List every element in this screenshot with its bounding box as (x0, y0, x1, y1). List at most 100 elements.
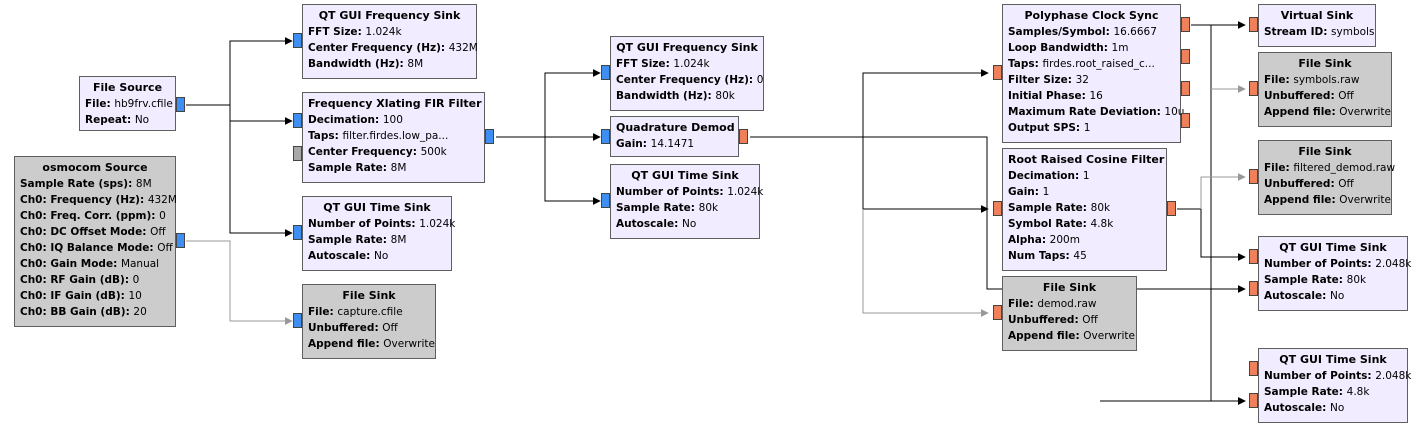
output-port[interactable] (739, 129, 748, 144)
block-title: QT GUI Time Sink (1279, 353, 1387, 366)
block-title: osmocom Source (42, 161, 148, 174)
block-osmocom-source[interactable]: osmocom Source Sample Rate (sps): 8M Ch0… (14, 156, 177, 327)
param-row: Gain: 1 (1008, 186, 1050, 198)
wire-xlating-to-time-sink-2 (544, 137, 601, 205)
wire-xlating-to-freq-sink-2 (496, 69, 601, 138)
param-row: Sample Rate: 8M (308, 234, 407, 246)
param-row: Append file: Overwrite (308, 338, 435, 350)
block-rrc-filter[interactable]: Root Raised Cosine Filter Decimation: 1 … (1002, 148, 1167, 271)
param-row: Number of Points: 2.048k (1264, 370, 1412, 382)
block-title: QT GUI Time Sink (1279, 241, 1387, 254)
input-port[interactable] (993, 201, 1002, 216)
wire-file-source-to-xlating-filter (229, 105, 293, 125)
block-file-sink-capture[interactable]: File Sink File: capture.cfile Unbuffered… (302, 284, 436, 359)
param-row: File: symbols.raw (1264, 74, 1360, 86)
input-port[interactable] (601, 129, 610, 144)
block-quadrature-demod[interactable]: Quadrature Demod Gain: 14.1471 (610, 116, 739, 157)
param-row: Unbuffered: Off (1264, 90, 1354, 102)
param-row: File: capture.cfile (308, 306, 403, 318)
param-row: Center Frequency: 500k (308, 146, 447, 158)
block-title: Quadrature Demod (616, 121, 735, 134)
block-file-sink-filtered[interactable]: File Sink File: filtered_demod.raw Unbuf… (1258, 140, 1395, 215)
param-row: FFT Size: 1.024k (308, 26, 402, 38)
param-row: Num Taps: 45 (1008, 250, 1087, 262)
input-port-disabled[interactable] (293, 146, 302, 161)
param-row: Ch0: IF Gain (dB): 10 (20, 290, 142, 302)
param-row: Loop Bandwidth: 1m (1008, 42, 1129, 54)
input-port[interactable] (1249, 17, 1258, 32)
output-port[interactable] (485, 129, 494, 144)
input-port[interactable] (993, 305, 1002, 320)
block-qt-time-sink-2[interactable]: QT GUI Time Sink Number of Points: 1.024… (610, 164, 764, 239)
wire-demod-to-file-sink (862, 209, 989, 317)
block-file-sink-demod[interactable]: File Sink File: demod.raw Unbuffered: Of… (1002, 276, 1137, 351)
param-row: Unbuffered: Off (1008, 314, 1098, 326)
block-freq-xlating-filter[interactable]: Frequency Xlating FIR Filter Decimation:… (302, 92, 485, 183)
block-title: Root Raised Cosine Filter (1008, 153, 1165, 166)
param-row: Autoscale: No (1264, 290, 1345, 302)
input-port[interactable] (1249, 81, 1258, 96)
input-port[interactable] (1249, 281, 1258, 296)
output-port[interactable] (176, 97, 185, 112)
param-row: Append file: Overwrite (1264, 106, 1391, 118)
param-row: Number of Points: 2.048k (1264, 258, 1412, 270)
param-row: Decimation: 100 (308, 114, 403, 126)
param-row: Alpha: 200m (1008, 234, 1080, 246)
block-qt-time-sink-3[interactable]: QT GUI Time Sink Number of Points: 2.048… (1258, 236, 1412, 311)
block-file-source[interactable]: File Source File: hb9frv.cfile Repeat: N… (79, 76, 176, 131)
output-port[interactable] (1167, 201, 1176, 216)
input-port[interactable] (293, 225, 302, 240)
block-polyphase-clock-sync[interactable]: Polyphase Clock Sync Samples/Symbol: 16.… (1002, 4, 1184, 143)
input-port[interactable] (1249, 249, 1258, 264)
wire-demod-to-rrc (862, 137, 989, 213)
wire-clock-to-time-sink-4 (1191, 24, 1246, 405)
param-row: Ch0: Gain Mode: Manual (20, 258, 160, 270)
param-row: Ch0: Frequency (Hz): 432M (20, 194, 177, 206)
param-row: Decimation: 1 (1008, 170, 1090, 182)
param-row: Bandwidth (Hz): 80k (616, 90, 735, 102)
wire-file-source-to-time-sink-1 (229, 121, 293, 237)
output-port[interactable] (1181, 17, 1190, 32)
input-port[interactable] (993, 65, 1002, 80)
input-port[interactable] (1249, 169, 1258, 184)
param-row: Gain: 14.1471 (616, 138, 695, 150)
output-port[interactable] (1181, 49, 1190, 64)
block-file-sink-symbols[interactable]: File Sink File: symbols.raw Unbuffered: … (1258, 52, 1392, 127)
wire-demod-to-clock-sync (750, 69, 989, 138)
param-row: Autoscale: No (1264, 402, 1345, 414)
block-title: File Sink (1298, 145, 1352, 158)
param-row: Ch0: Freq. Corr. (ppm): 0 (20, 210, 166, 222)
input-port[interactable] (1249, 361, 1258, 376)
param-row: File: demod.raw (1008, 298, 1097, 310)
param-row: Autoscale: No (616, 218, 697, 230)
wire-file-source-to-freq-sink-1 (186, 37, 293, 106)
param-row: Filter Size: 32 (1008, 74, 1089, 86)
wire-rrc-to-filtered-file (1200, 173, 1246, 209)
block-title: Frequency Xlating FIR Filter (308, 97, 482, 110)
param-row: Append file: Overwrite (1008, 330, 1135, 342)
block-qt-time-sink-1[interactable]: QT GUI Time Sink Number of Points: 1.024… (302, 196, 455, 271)
param-row: Samples/Symbol: 16.6667 (1008, 26, 1157, 38)
param-row: Taps: firdes.root_raised_c... (1008, 58, 1155, 70)
block-qt-time-sink-4[interactable]: QT GUI Time Sink Number of Points: 2.048… (1258, 348, 1412, 423)
block-title: File Sink (1298, 57, 1352, 70)
input-port[interactable] (601, 65, 610, 80)
input-port[interactable] (1249, 393, 1258, 408)
output-port[interactable] (1181, 81, 1190, 96)
param-row: Center Frequency (Hz): 432M (308, 42, 478, 54)
input-port[interactable] (293, 113, 302, 128)
param-row: Number of Points: 1.024k (616, 186, 764, 198)
block-qt-freq-sink-2[interactable]: QT GUI Frequency Sink FFT Size: 1.024k C… (610, 36, 764, 111)
input-port[interactable] (601, 193, 610, 208)
block-title: QT GUI Frequency Sink (318, 9, 461, 22)
output-port[interactable] (1181, 113, 1190, 128)
input-port[interactable] (293, 33, 302, 48)
block-qt-freq-sink-1[interactable]: QT GUI Frequency Sink FFT Size: 1.024k C… (302, 4, 478, 79)
input-port[interactable] (293, 313, 302, 328)
block-title: File Sink (342, 289, 396, 302)
block-virtual-sink[interactable]: Virtual Sink Stream ID: symbols (1258, 4, 1376, 47)
param-row: Sample Rate (sps): 8M (20, 178, 152, 190)
param-row: Sample Rate: 80k (616, 202, 719, 214)
param-row: Symbol Rate: 4.8k (1008, 218, 1114, 230)
output-port[interactable] (176, 233, 185, 248)
